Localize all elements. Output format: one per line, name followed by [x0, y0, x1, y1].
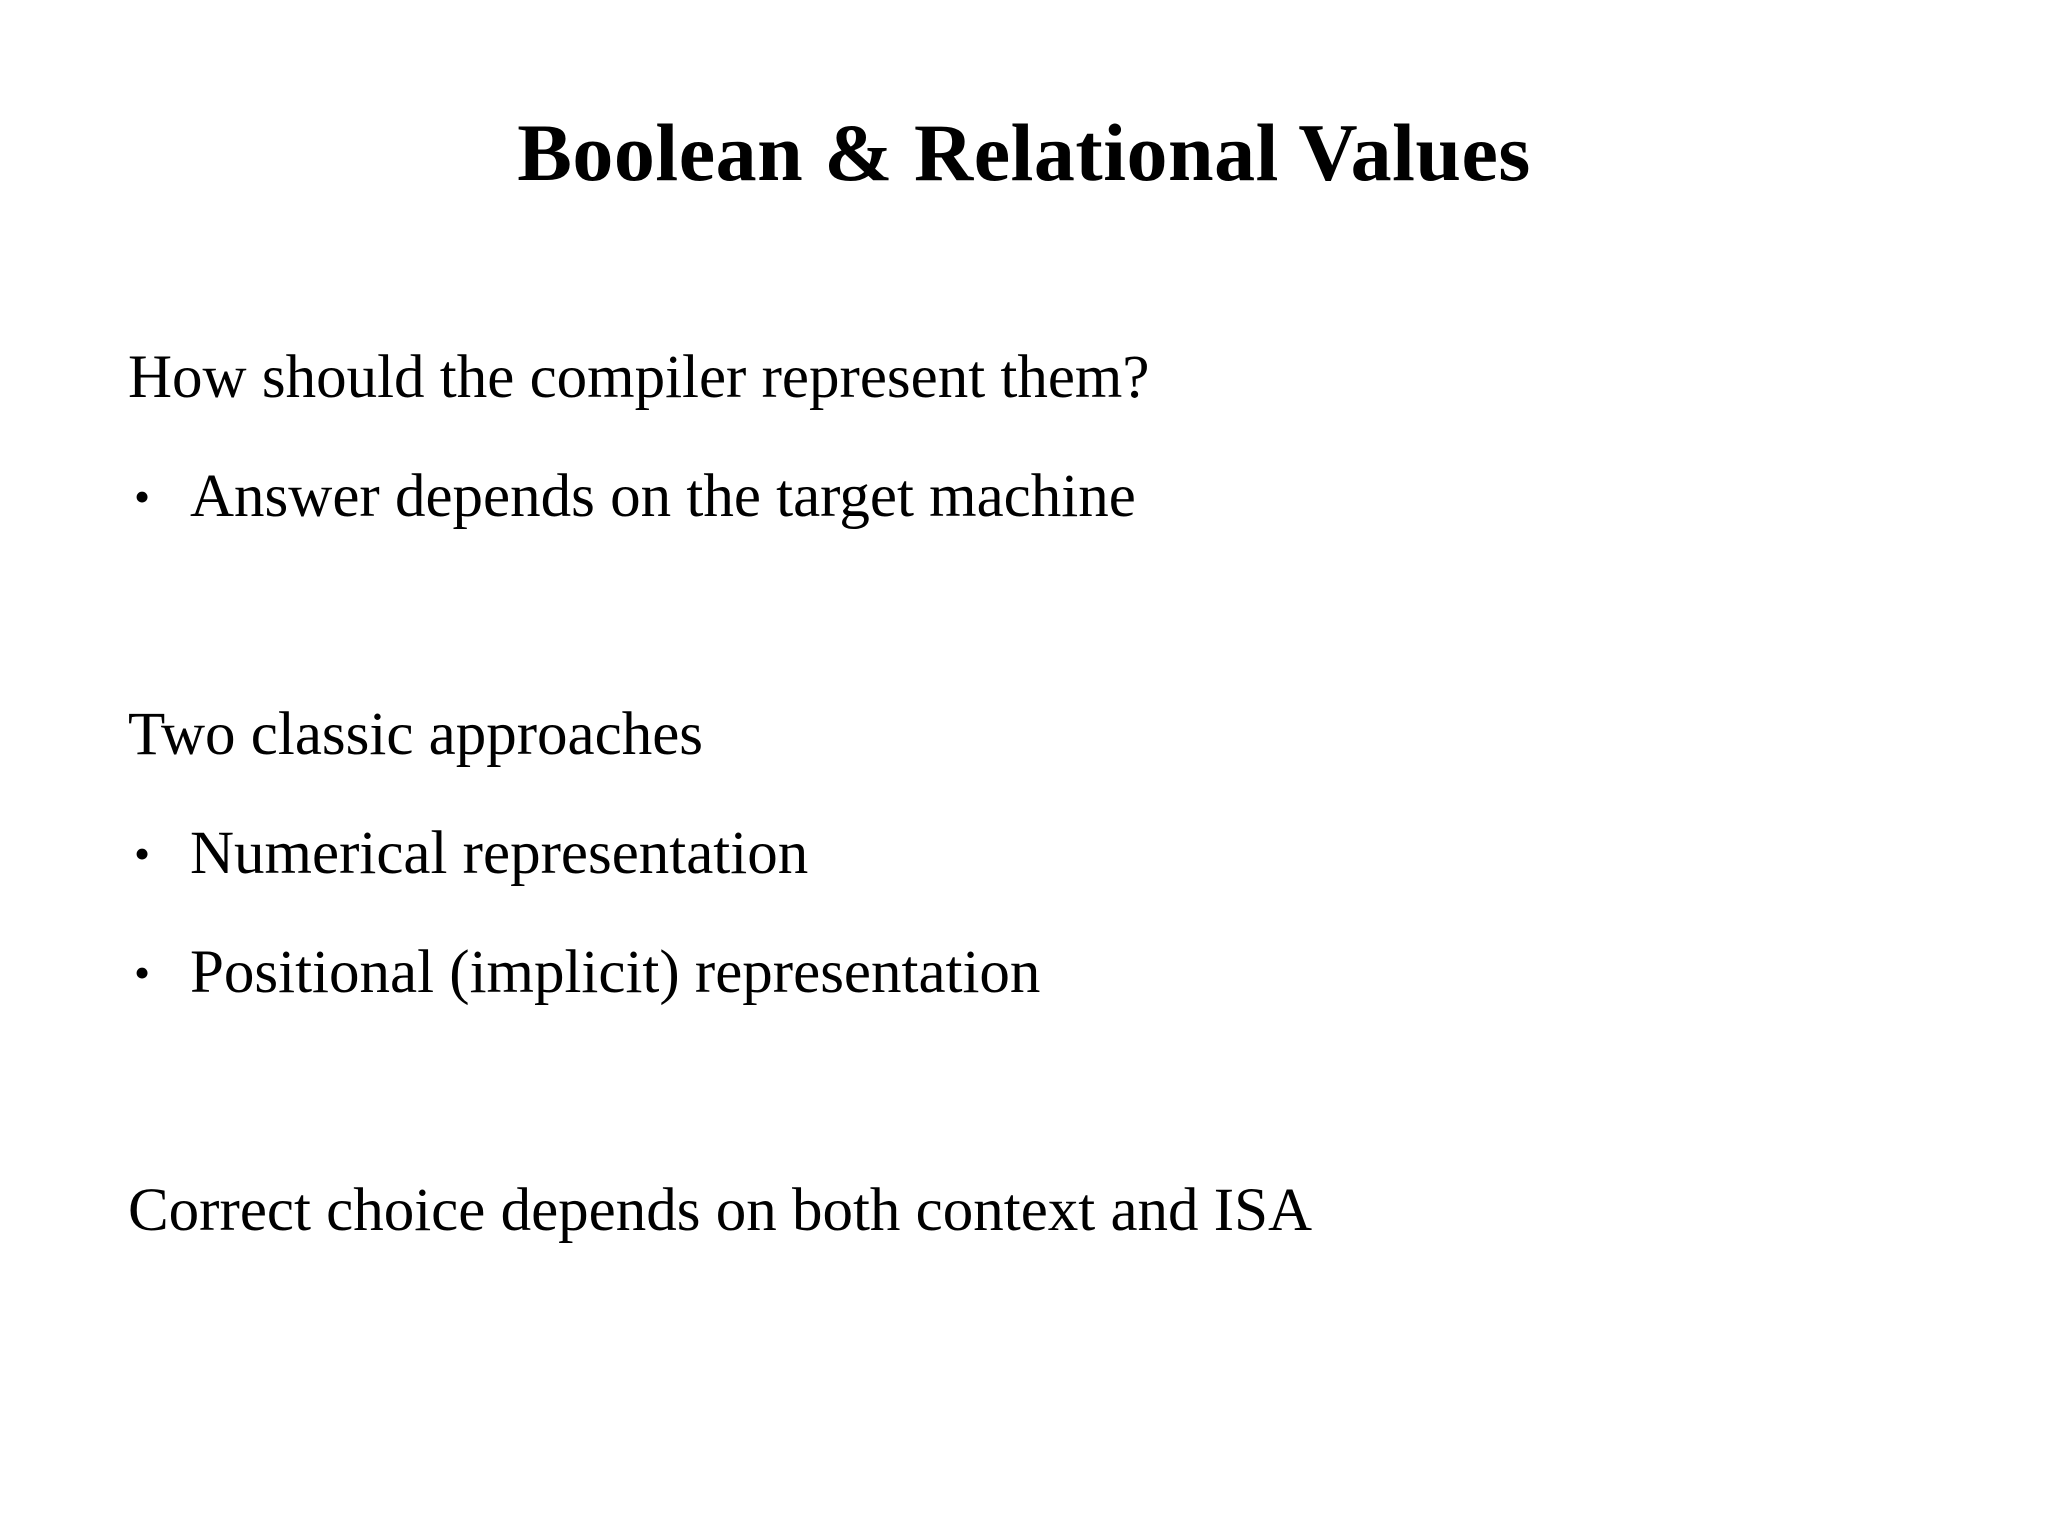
- bullet-icon: •: [134, 947, 151, 998]
- body-lead-line: How should the compiler represent them?: [128, 344, 1150, 411]
- block-spacer: [128, 556, 1948, 675]
- body-lead-line: Correct choice depends on both context a…: [128, 1177, 1313, 1244]
- body-lead-line: Two classic approaches: [128, 701, 704, 768]
- bullet-icon: •: [134, 471, 151, 522]
- list-item: • Answer depends on the target machine: [128, 437, 1948, 556]
- list-item-label: Answer depends on the target machine: [190, 463, 1136, 530]
- block-spacer: [128, 1032, 1948, 1151]
- slide-body: How should the compiler represent them? …: [128, 318, 1948, 1270]
- slide-title: Boolean & Relational Values: [517, 107, 1531, 198]
- list-item: • Numerical representation: [128, 794, 1948, 913]
- list-item-label: Numerical representation: [190, 820, 809, 887]
- list-item: • Positional (implicit) representation: [128, 913, 1948, 1032]
- bullet-icon: •: [134, 828, 151, 879]
- list-item-label: Positional (implicit) representation: [190, 939, 1041, 1006]
